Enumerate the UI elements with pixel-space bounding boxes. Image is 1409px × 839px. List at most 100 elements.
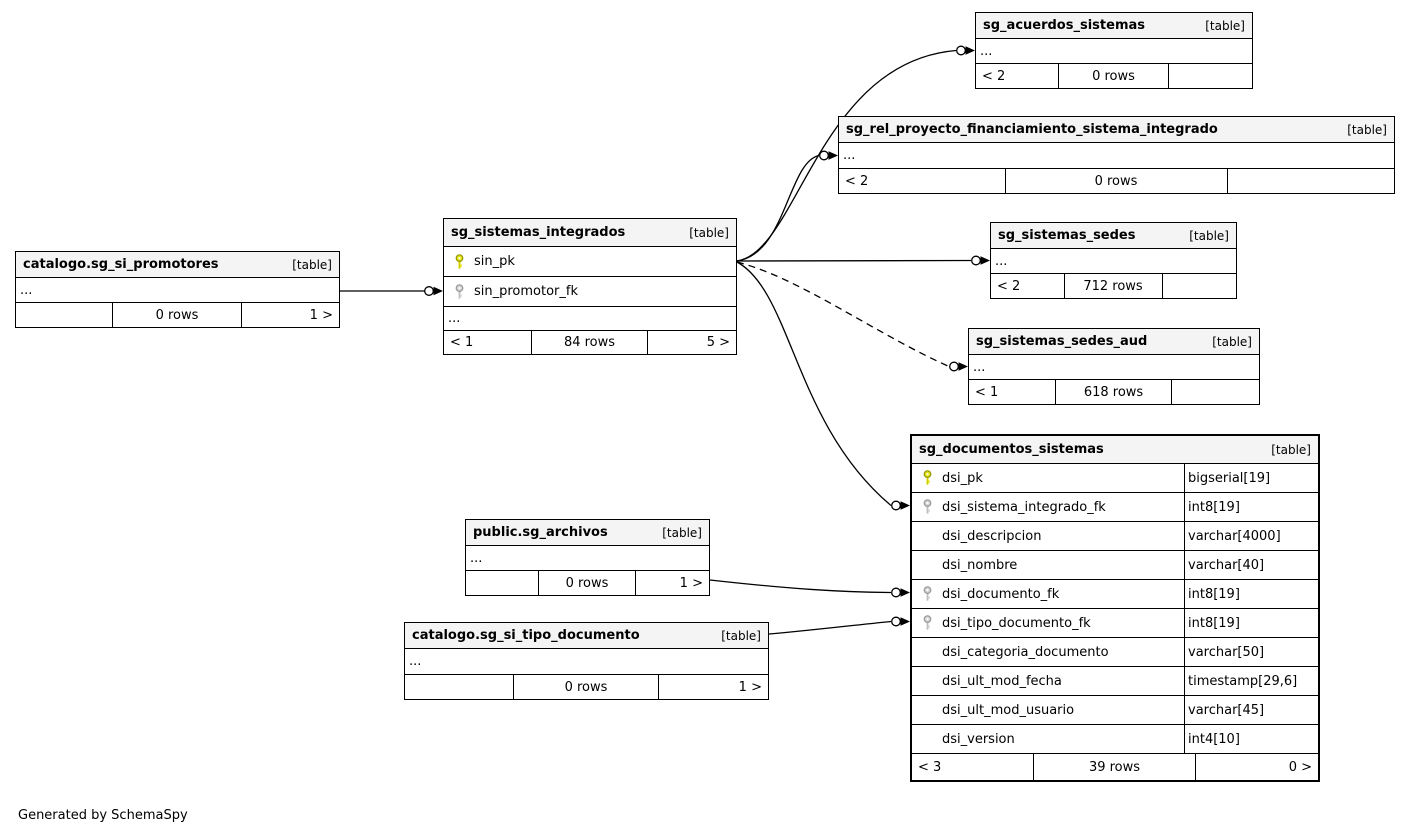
table-header: sg_documentos_sistemas[table]: [912, 436, 1318, 464]
column-type: varchar[45]: [1184, 696, 1318, 724]
optional-circle-icon: [424, 286, 434, 296]
table-header: sg_sistemas_sedes_aud [table]: [969, 329, 1259, 355]
foreign-key-icon: [912, 615, 942, 631]
hidden-columns-ellipsis: ...: [969, 355, 1259, 380]
footer-row-count: 618 rows: [1056, 380, 1172, 404]
footer-row-count: 712 rows: [1065, 274, 1163, 298]
optional-circle-icon: [819, 150, 829, 161]
column-row-sin_pk: sin_pk: [444, 247, 736, 277]
primary-key-icon: [912, 470, 942, 486]
footer-related-right: [1169, 64, 1252, 88]
table-title[interactable]: catalogo.sg_si_tipo_documento: [412, 628, 640, 643]
table-header: catalogo.sg_si_promotores [table]: [16, 252, 339, 278]
column-name: dsi_sistema_integrado_fk: [942, 499, 1106, 515]
column-type: varchar[50]: [1184, 638, 1318, 666]
optional-circle-icon: [956, 45, 966, 56]
footer-related-left: < 2: [991, 274, 1065, 298]
footer-row-count: 84 rows: [532, 331, 649, 354]
column-name: dsi_documento_fk: [942, 586, 1060, 602]
footer-related-right: 1 >: [309, 307, 333, 323]
footer-related-left: < 1: [444, 331, 532, 354]
column-type: timestamp[29,6]: [1184, 667, 1318, 695]
footer-related-left: [466, 571, 539, 595]
table-title[interactable]: sg_documentos_sistemas: [919, 442, 1104, 457]
footer-related-left: < 2: [976, 64, 1059, 88]
table-sg_rel_proyecto_financiamiento_sistema_integrado[interactable]: sg_rel_proyecto_financiamiento_sistema_i…: [838, 116, 1395, 194]
table-sg_si_promotores[interactable]: catalogo.sg_si_promotores [table]...0 row…: [15, 251, 340, 328]
generator-credit: Generated by SchemaSpy: [18, 808, 188, 823]
column-row-dsi_categoria_documento: dsi_categoria_documento varchar[50]: [912, 638, 1318, 667]
relationship-edge-sg_sistemas_integrados.sin_pk-to-sg_sistemas_sedes: [736, 255, 990, 266]
table-header: sg_rel_proyecto_financiamiento_sistema_i…: [839, 117, 1394, 143]
hidden-columns-ellipsis: ...: [991, 249, 1236, 274]
hidden-columns-ellipsis: ...: [16, 278, 339, 303]
relationship-edge-public.sg_archivos-to-sg_documentos_sistemas.dsi_documento_fk: [709, 579, 910, 598]
column-name: sin_pk: [474, 254, 515, 269]
table-type-badge: [table]: [1212, 334, 1252, 349]
foreign-key-icon: [444, 283, 474, 300]
optional-circle-icon: [891, 500, 901, 511]
table-sg_si_tipo_documento[interactable]: catalogo.sg_si_tipo_documento[table]...0…: [404, 622, 769, 700]
table-title[interactable]: catalogo.sg_si_promotores: [23, 257, 219, 272]
column-row-sin_promotor_fk: sin_promotor_fk: [444, 277, 736, 307]
table-title[interactable]: sg_sistemas_sedes_aud: [976, 334, 1148, 349]
relationship-edge-catalogo.sg_si_tipo_documento-to-sg_documentos_sistemas.dsi_tipo_documento_fk: [768, 616, 910, 635]
column-name: sin_promotor_fk: [474, 284, 579, 299]
table-type-badge: [table]: [1347, 122, 1387, 137]
column-name: dsi_categoria_documento: [942, 644, 1109, 660]
crowfoot-arrow-icon: [900, 588, 910, 597]
table-header: catalogo.sg_si_tipo_documento [table]: [405, 623, 768, 649]
hidden-columns-ellipsis: ...: [839, 143, 1394, 169]
column-type: int4[10]: [1184, 725, 1318, 753]
footer-related-right: [1172, 380, 1259, 404]
table-type-badge: [table]: [1189, 228, 1229, 243]
table-type-badge: [table]: [721, 628, 761, 643]
column-name: dsi_nombre: [942, 557, 1018, 573]
table-footer: 0 rows 1 >: [16, 303, 339, 327]
table-type-badge: [table]: [689, 225, 729, 240]
footer-row-count: 0 rows: [113, 303, 243, 327]
footer-related-right: 1 >: [738, 679, 762, 695]
footer-related-right: 1 >: [679, 575, 703, 591]
column-type: int8[19]: [1184, 493, 1318, 521]
table-sg_sistemas_integrados[interactable]: sg_sistemas_integrados [table] sin_pk sin_p…: [443, 218, 737, 355]
optional-circle-icon: [971, 255, 981, 266]
optional-circle-icon: [891, 587, 901, 598]
crowfoot-arrow-icon: [828, 151, 838, 160]
crowfoot-arrow-icon: [900, 617, 910, 626]
crowfoot-arrow-icon: [958, 362, 968, 371]
column-type: varchar[4000]: [1184, 522, 1318, 550]
relationship-edge-sg_sistemas_integrados.sin_pk-to-sg_rel_proyecto_financiamiento_sistema_integrado: [736, 150, 838, 262]
footer-row-count: 0 rows: [539, 571, 637, 595]
table-title[interactable]: sg_sistemas_integrados: [451, 225, 626, 240]
footer-row-count: 0 rows: [1059, 64, 1170, 88]
table-header: sg_sistemas_sedes [table]: [991, 223, 1236, 249]
column-row-dsi_tipo_documento_fk: dsi_tipo_documento_fk int8[19]: [912, 609, 1318, 638]
table-header: sg_sistemas_integrados [table]: [444, 219, 736, 247]
crowfoot-arrow-icon: [433, 286, 443, 296]
table-type-badge: [table]: [662, 525, 702, 540]
column-type: int8[19]: [1184, 609, 1318, 637]
hidden-columns-ellipsis: ...: [976, 39, 1252, 64]
hidden-columns-ellipsis: ...: [405, 649, 768, 675]
table-title[interactable]: sg_sistemas_sedes: [998, 228, 1136, 243]
table-title[interactable]: sg_acuerdos_sistemas: [983, 18, 1145, 33]
table-type-badge: [table]: [292, 257, 332, 272]
table-title[interactable]: public.sg_archivos: [473, 525, 608, 540]
column-name: dsi_tipo_documento_fk: [942, 615, 1091, 631]
table-title[interactable]: sg_rel_proyecto_financiamiento_sistema_i…: [846, 122, 1218, 137]
column-name: dsi_ult_mod_usuario: [942, 702, 1075, 718]
footer-related-left: [16, 303, 113, 327]
